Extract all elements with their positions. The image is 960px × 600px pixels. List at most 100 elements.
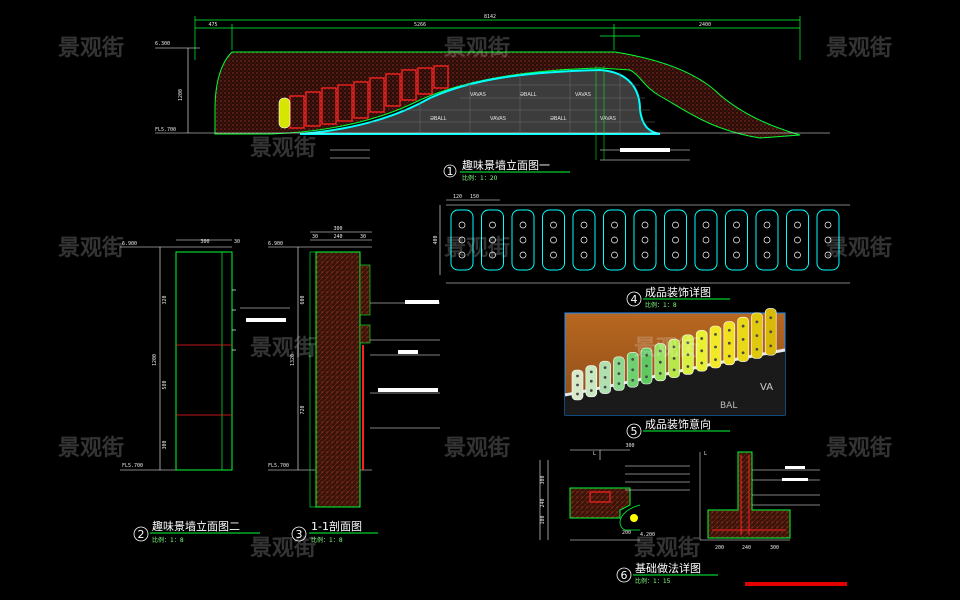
drawing3-scale: 比例：1：8 — [311, 536, 343, 544]
decor-photo-pill — [682, 334, 694, 375]
decor-detail: 120 150 400 4 成品装饰详图 比例：1：8 — [433, 194, 850, 309]
foundation-dim-bottom-b: 240 — [742, 545, 751, 551]
decor-photo-pill — [668, 338, 680, 378]
drawing6-number: 6 — [621, 569, 628, 582]
drawing4-scale: 比例：1：8 — [645, 301, 677, 309]
svg-text:BAL: BAL — [720, 401, 737, 411]
decor-photo-pill — [571, 369, 584, 401]
decor-pill — [664, 209, 687, 271]
decor-dim-a: 120 — [453, 194, 462, 200]
section-part-c: 30 — [360, 234, 366, 240]
watermark: 景观街 — [250, 335, 316, 361]
section-part-b: 240 — [333, 234, 342, 240]
red-title-bar — [745, 582, 847, 586]
section-level-top: 6.900 — [268, 241, 283, 247]
watermark: 景观街 — [250, 535, 316, 561]
svg-text:VAVAS: VAVAS — [470, 92, 486, 98]
foundation-letter-right: L — [704, 451, 707, 457]
drawing5-title: 成品装饰意向 — [645, 417, 711, 431]
decor-photo-pill — [626, 352, 639, 388]
svg-text:VA: VA — [760, 382, 773, 393]
foundation-dim-bottom-c: 300 — [770, 545, 779, 551]
svg-text:ƏBALL: ƏBALL — [550, 116, 567, 122]
drawing1-number: 1 — [447, 165, 454, 178]
watermark: 景观街 — [444, 35, 510, 61]
watermark: 景观街 — [58, 235, 124, 261]
section-level-bottom: FL5.700 — [268, 463, 289, 469]
foundation-detail: 300 L 4.200 L 200 200 240 300 300 240 10… — [539, 443, 820, 585]
decor-photo-pill — [695, 330, 708, 372]
decor-pill — [755, 209, 779, 271]
foundation-left-section — [569, 487, 631, 519]
section-wall-body — [315, 251, 361, 508]
decor-photo-pill — [599, 360, 611, 394]
elev2-wall — [175, 251, 233, 471]
decor-pill-row — [450, 209, 840, 271]
foundation-dim-left-c: 100 — [540, 515, 546, 524]
foundation-letter: L — [593, 451, 596, 457]
decor-photo-pill — [585, 365, 598, 398]
decor-pill — [816, 209, 840, 271]
decor-intent-photo: VA BAL 5 成品装饰意向 — [564, 308, 786, 439]
drawing3-number: 3 — [296, 528, 303, 541]
drawing1-title: 趣味景墙立面图一 — [462, 158, 550, 172]
drawing6-scale: 比例：1：15 — [635, 577, 671, 585]
svg-text:VAVAS: VAVAS — [490, 116, 506, 122]
elev2-dim-c: 300 — [162, 440, 168, 449]
watermark: 景观街 — [634, 335, 700, 361]
elev1-dim-left: 475 — [208, 22, 217, 28]
elev1-wall-body — [214, 51, 801, 139]
decor-pill — [603, 209, 626, 271]
decor-pill — [633, 209, 657, 271]
watermark: 景观街 — [826, 35, 892, 61]
decor-pill — [572, 209, 596, 271]
elev2-dim-b: 580 — [162, 380, 168, 389]
elev1-dim-mid: 5266 — [414, 22, 426, 28]
elev2-level-bottom: FL5.700 — [122, 463, 143, 469]
decor-dim-b: 150 — [470, 194, 479, 200]
watermark: 景观街 — [58, 35, 124, 61]
decor-photo-pill — [737, 316, 749, 362]
decor-pill — [450, 209, 474, 271]
decor-photo-pill — [723, 321, 736, 366]
drawing2-number: 2 — [138, 528, 145, 541]
decor-photo-pill — [654, 343, 667, 382]
elev2-dim-a: 320 — [162, 295, 168, 304]
decor-photo-pill — [751, 312, 763, 359]
elev2-width: 300 — [200, 239, 209, 245]
section-dim-b: 720 — [300, 405, 306, 414]
foundation-dim-bottom-left: 200 — [622, 530, 631, 536]
watermark: 景观街 — [826, 435, 892, 461]
drawing5-number: 5 — [631, 425, 638, 438]
decor-photo-pill — [613, 356, 625, 391]
elevation-two: 300 30 6.900 FL5.700 320 580 300 1200 2 … — [120, 239, 290, 544]
elev1-red-decor — [289, 65, 449, 129]
watermark-layer: 景观街 景观街 景观街 景观街 景观街 景观街 景观街 景观街 景观街 景观街 … — [58, 35, 892, 561]
svg-text:ƏBALL: ƏBALL — [430, 116, 447, 122]
decor-pill — [725, 209, 748, 271]
elev2-level-top: 6.900 — [122, 241, 137, 247]
svg-text:ƏBALL: ƏBALL — [520, 92, 537, 98]
drawing4-title: 成品装饰详图 — [645, 285, 711, 299]
foundation-dim-left-a: 300 — [540, 475, 546, 484]
watermark: 景观街 — [58, 435, 124, 461]
elev1-level-bottom: FL5.700 — [155, 127, 176, 133]
watermark: 景观街 — [634, 535, 700, 561]
watermark: 景观街 — [444, 435, 510, 461]
drawing2-scale: 比例：1：8 — [152, 536, 184, 544]
section-dim-a: 600 — [300, 295, 306, 304]
section-part-a: 30 — [312, 234, 318, 240]
elev1-dim-total: 8142 — [484, 14, 496, 20]
elev1-dim-right: 2400 — [699, 22, 711, 28]
decor-photo-pill — [764, 308, 777, 356]
decor-photo-pill — [640, 347, 653, 385]
foundation-dim-bottom-a: 200 — [715, 545, 724, 551]
watermark: 景观街 — [444, 235, 510, 261]
section-1-1: 300 30 240 30 6.900 FL5.700 600 720 1320… — [268, 226, 440, 544]
decor-height: 400 — [433, 235, 439, 244]
section-dim-total: 1320 — [290, 354, 296, 366]
drawing3-title: 1-1剖面图 — [311, 519, 362, 533]
svg-text:VAVAS: VAVAS — [575, 92, 591, 98]
decor-photo-pills — [571, 308, 777, 401]
